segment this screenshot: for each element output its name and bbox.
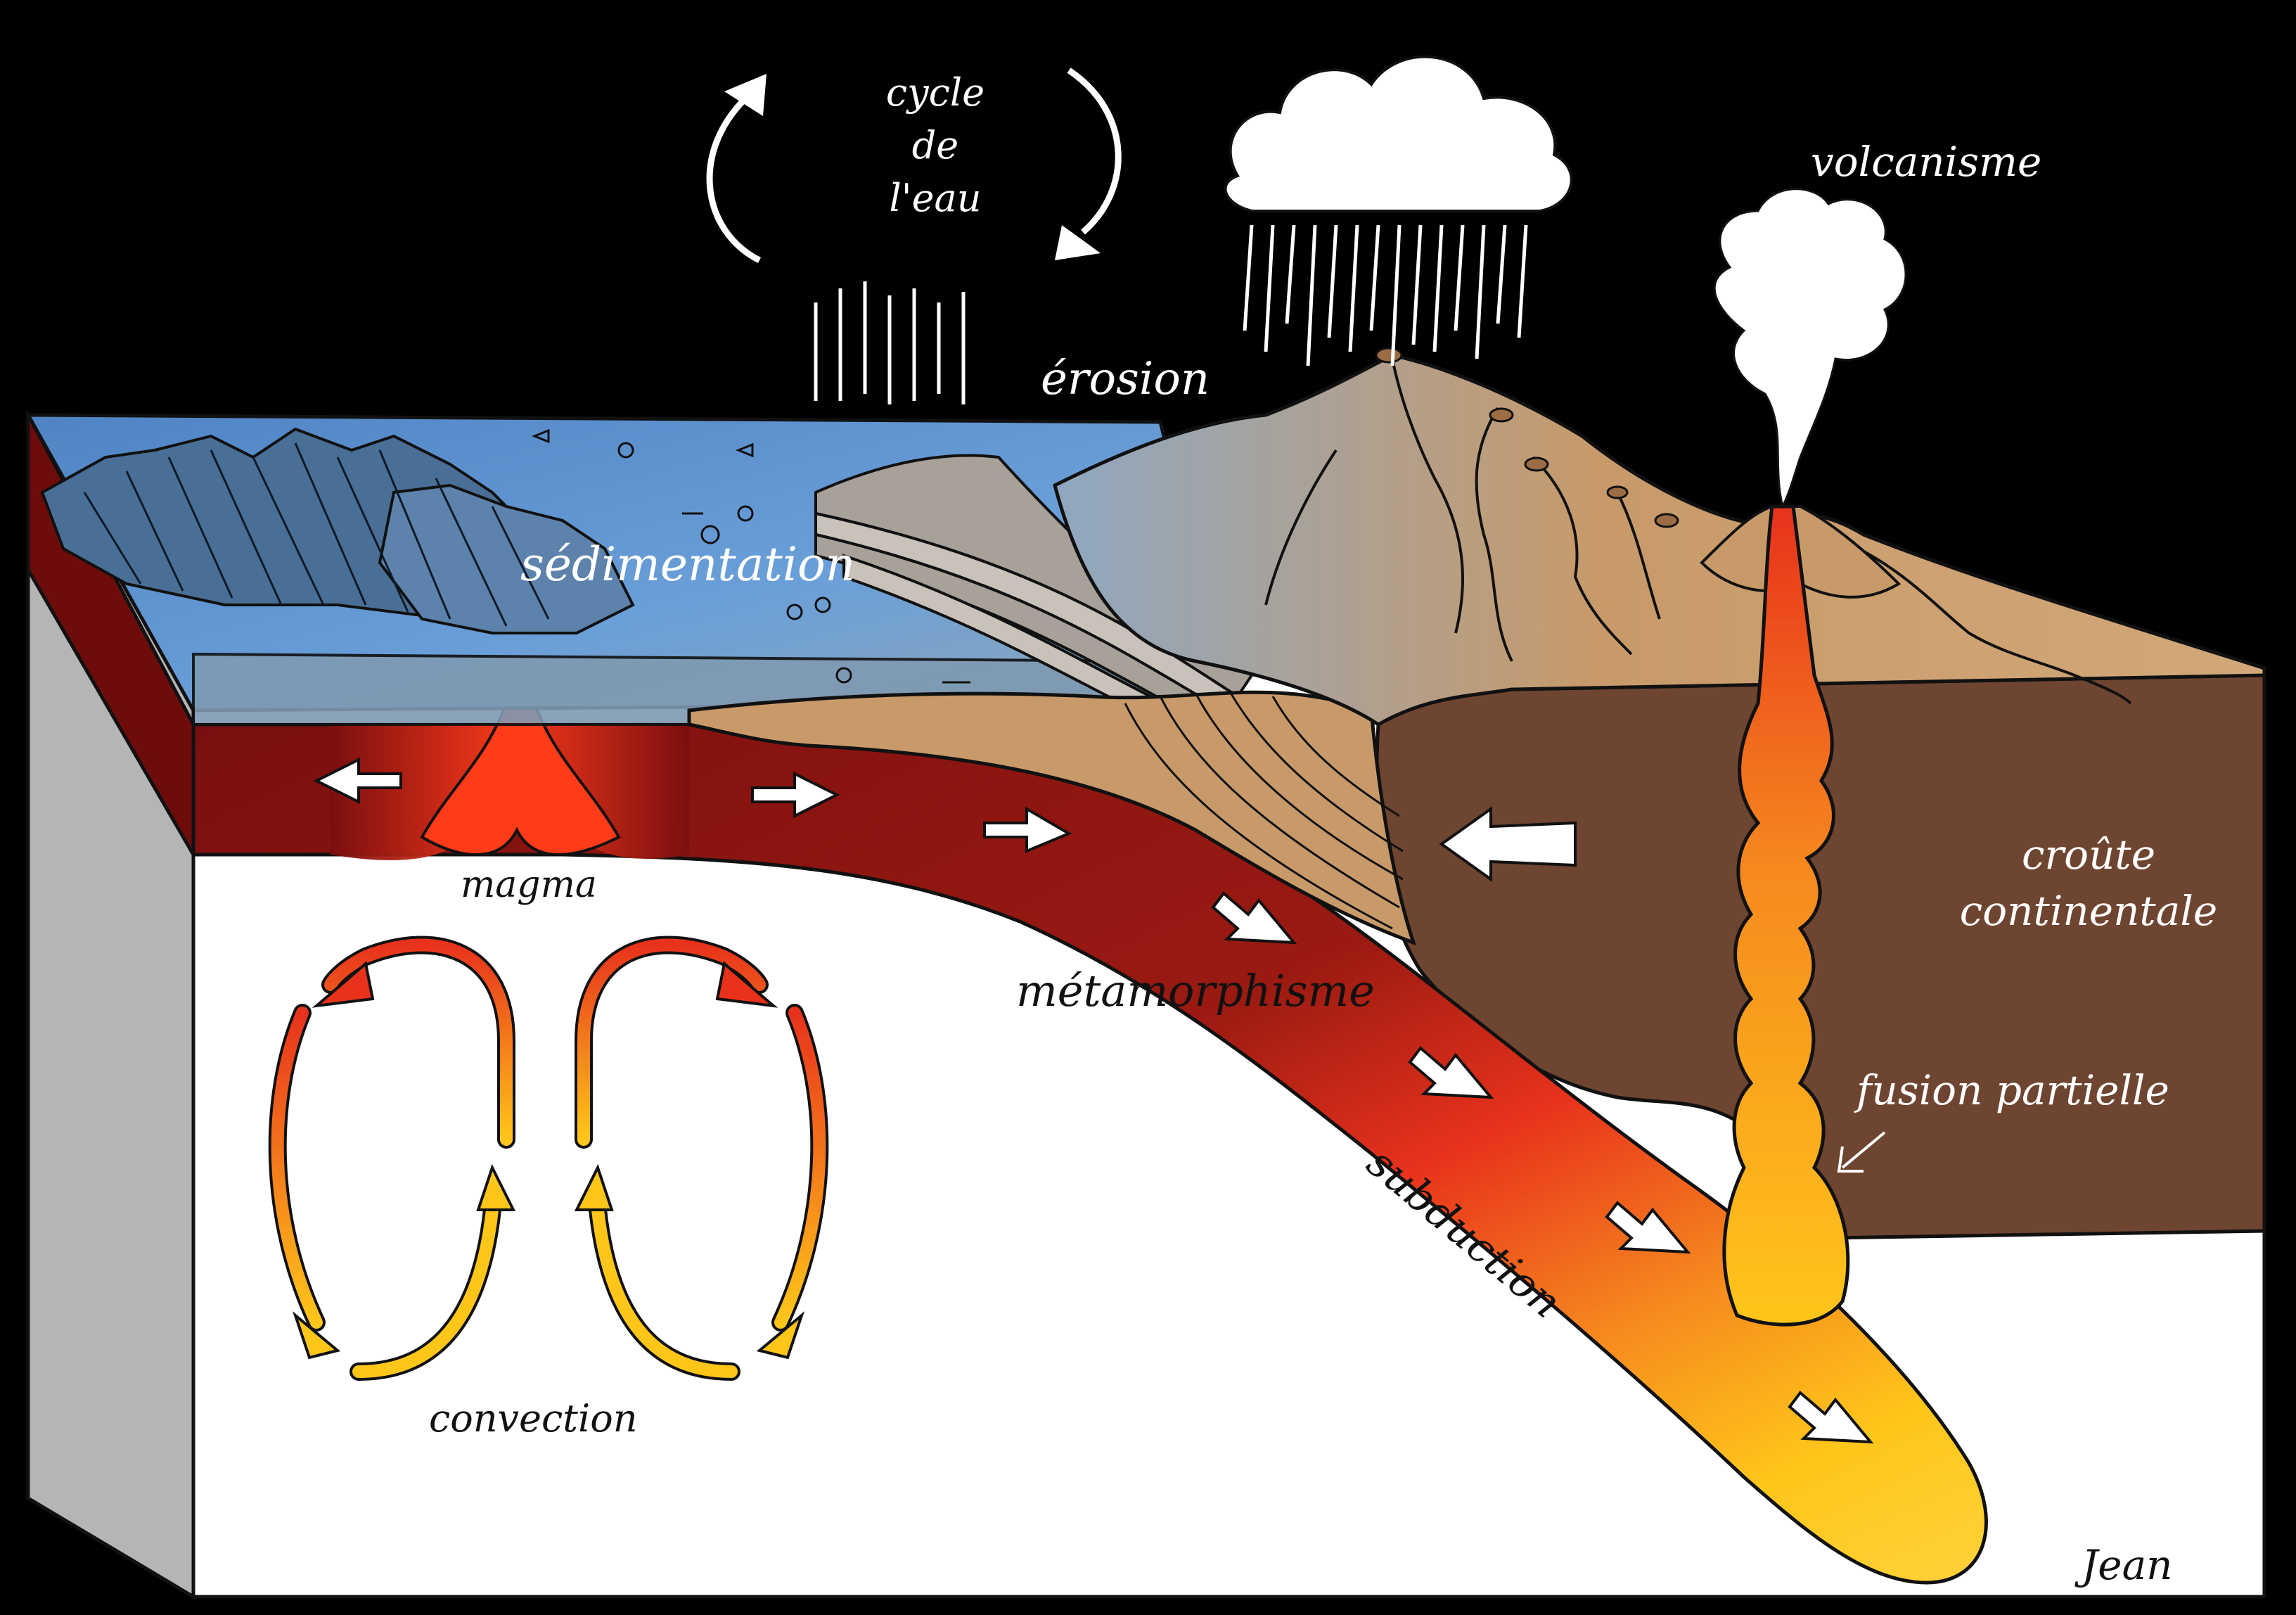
rain-cloud [1226, 57, 1572, 211]
water-cycle-arrowhead-up [724, 74, 767, 116]
continental-crust-line-2: continentale [1960, 887, 2217, 935]
water-cycle-label: cycle de l'eau [886, 70, 985, 220]
sedimentation-label: sédimentation [520, 537, 855, 592]
water-cycle-line-3: l'eau [889, 176, 981, 220]
magma-label: magma [461, 864, 597, 906]
evaporation-lines [816, 281, 963, 404]
erosion-label: érosion [1041, 353, 1210, 405]
water-cycle-line-2: de [912, 123, 959, 167]
volcanic-plume [1714, 189, 1906, 506]
continental-crust-line-1: croûte [2022, 831, 2155, 879]
volcanism-label: volcanisme [1811, 138, 2041, 186]
cloud-rain [1245, 225, 1526, 366]
water-cycle-arrowhead-down [1055, 225, 1101, 260]
water-cycle-line-1: cycle [886, 70, 985, 115]
metamorphism-label: métamorphisme [1016, 965, 1375, 1016]
signature: Jean [2074, 1541, 2173, 1589]
mountain-range [1055, 355, 2264, 724]
convection-label: convection [429, 1396, 638, 1441]
partial-fusion-label: fusion partielle [1854, 1066, 2169, 1114]
